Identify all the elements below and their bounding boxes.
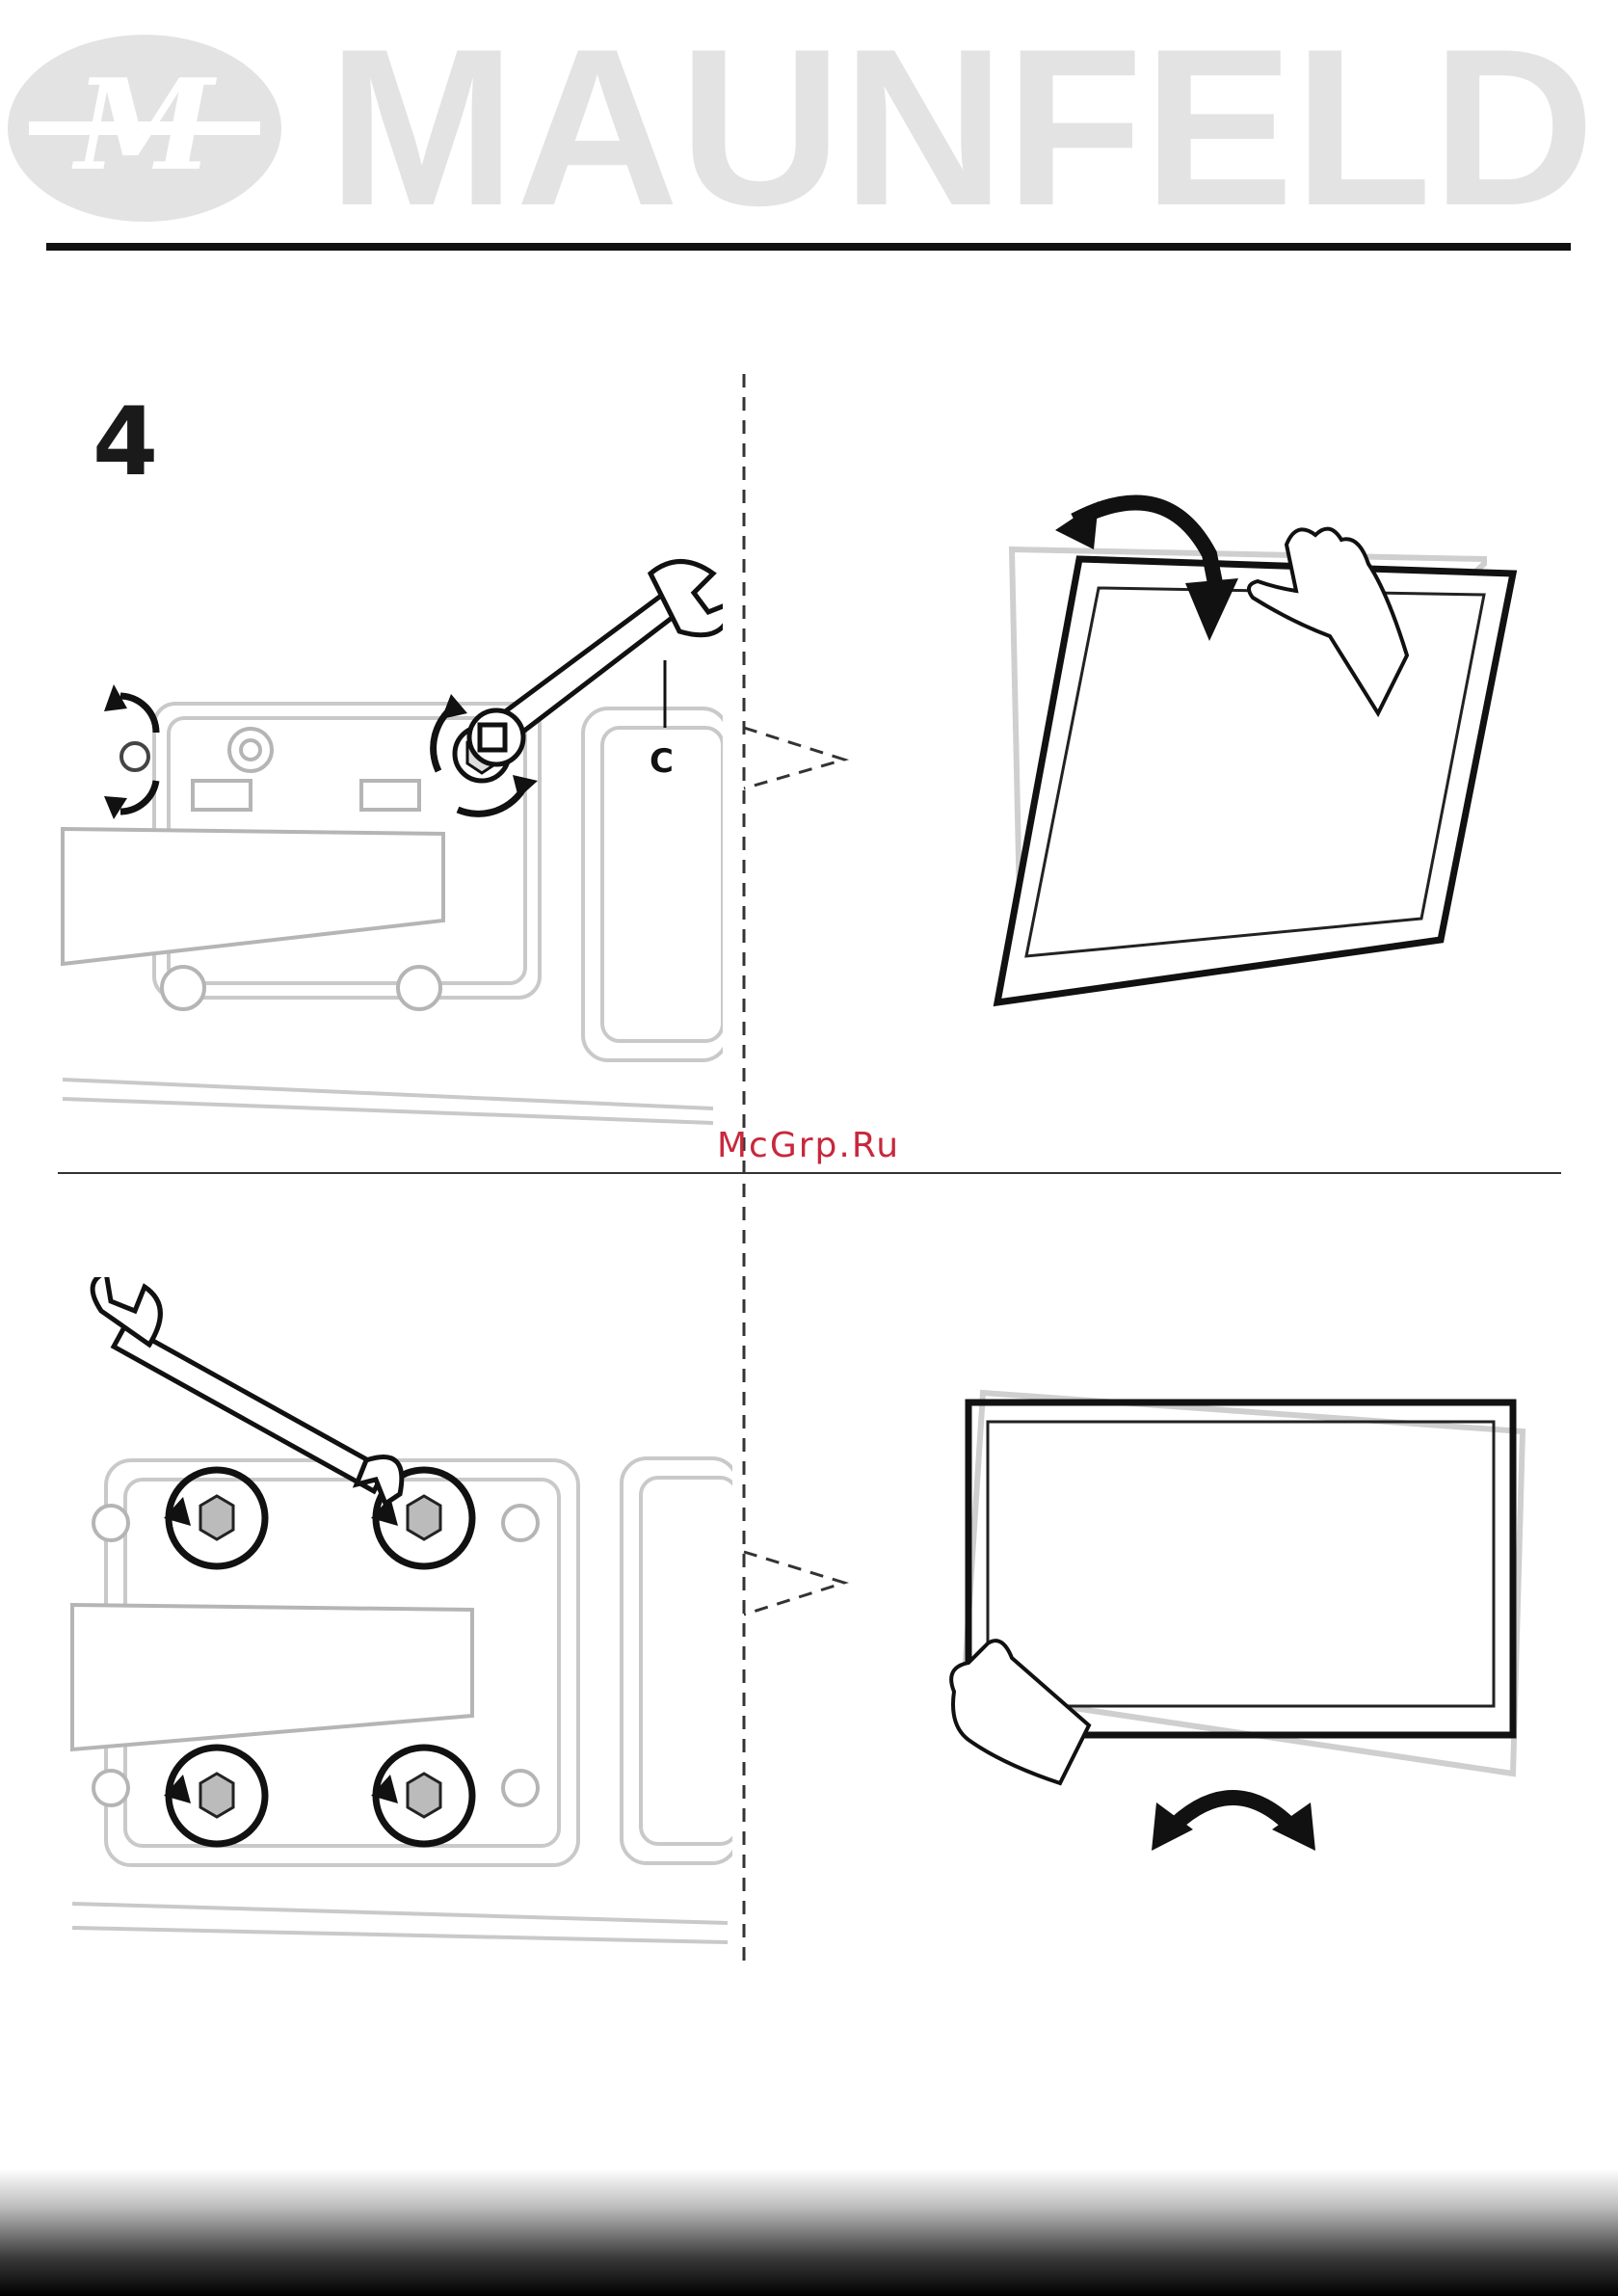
step-number: 4 (93, 395, 158, 490)
footer-band (0, 2169, 1618, 2296)
tv-tilt-diagram (964, 477, 1542, 1027)
tv-screen (968, 1402, 1513, 1735)
bolt-left (121, 743, 148, 770)
bracket-loosen-diagram (58, 540, 723, 1137)
tv-swivel-diagram (944, 1378, 1532, 1870)
watermark-text: McGrp.Ru (717, 1126, 900, 1165)
hand-icon (951, 1641, 1089, 1783)
swivel-arrow-icon (1152, 1798, 1315, 1851)
bolt (164, 1470, 265, 1566)
wrench-icon (93, 1277, 402, 1504)
bolt (164, 1748, 265, 1844)
bolt (371, 1748, 472, 1844)
tv-screen (997, 559, 1513, 1002)
section-rule (58, 1172, 1561, 1174)
wrench-icon (469, 562, 723, 765)
part-label-c: C (650, 742, 674, 781)
bracket-tighten-diagram (67, 1277, 732, 1971)
